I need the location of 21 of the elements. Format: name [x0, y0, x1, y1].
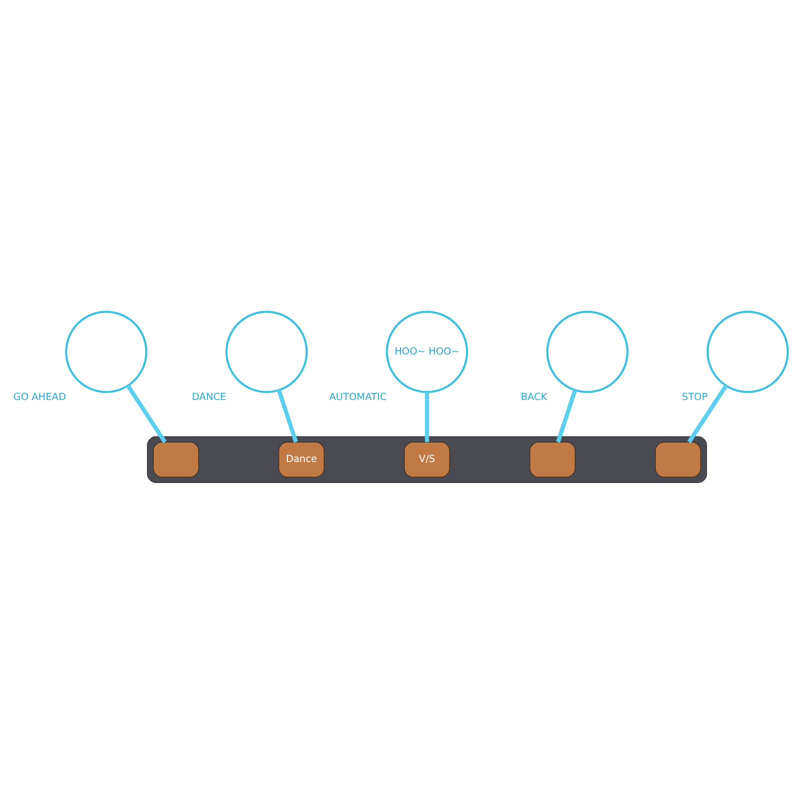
connector [126, 384, 166, 444]
node-box [654, 442, 701, 478]
node-circle [706, 310, 788, 394]
node-circle [546, 310, 628, 394]
node-circle [224, 310, 308, 394]
node-circle: HOO~ HOO~ [385, 310, 468, 394]
node-label: DANCE [191, 392, 226, 403]
connector [556, 389, 577, 443]
node-label: BACK [520, 392, 547, 403]
node-box [529, 442, 576, 478]
node-label: GO AHEAD [12, 392, 66, 403]
cluster [146, 436, 706, 483]
node-box: V/S [403, 442, 450, 478]
connector [276, 389, 298, 443]
node-label: AUTOMATIC [328, 392, 386, 403]
node-box: Dance [278, 442, 324, 478]
connector [424, 392, 429, 442]
node-circle [64, 310, 147, 394]
node-box [152, 442, 198, 478]
connector [686, 384, 728, 444]
node-label: STOP [681, 392, 708, 403]
